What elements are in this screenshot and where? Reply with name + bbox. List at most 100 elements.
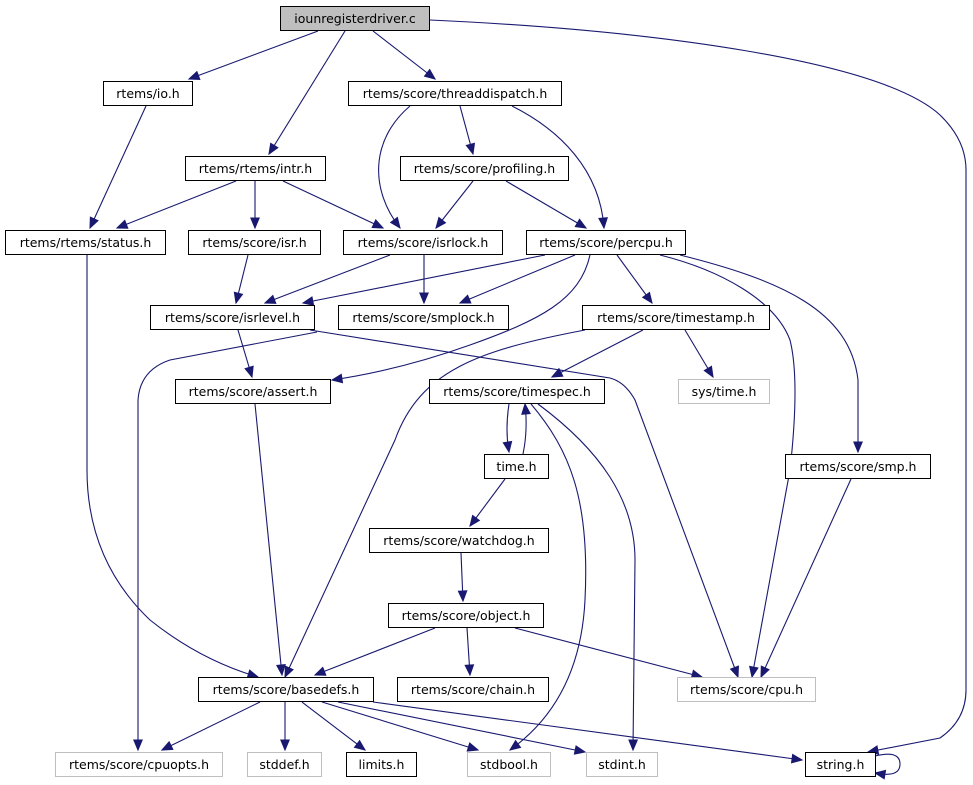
edge-profiling-to-percpu xyxy=(505,180,588,229)
node-assert[interactable]: rtems/score/assert.h xyxy=(175,379,331,404)
arrowhead-icon xyxy=(133,739,143,752)
edge-threaddispatch-to-profiling xyxy=(459,105,476,156)
node-stdint: stdint.h xyxy=(586,752,658,777)
arrowhead-icon xyxy=(458,294,472,304)
arrowhead-icon xyxy=(246,669,260,679)
node-box xyxy=(582,305,770,330)
node-isr[interactable]: rtems/score/isr.h xyxy=(188,230,321,255)
node-timestamp[interactable]: rtems/score/timestamp.h xyxy=(582,305,770,330)
edge-line xyxy=(301,701,366,751)
edge-basedefs-to-stdbool xyxy=(321,701,480,752)
node-box xyxy=(150,305,315,330)
node-box xyxy=(346,752,417,777)
edge-line xyxy=(137,331,318,750)
arrowhead-icon xyxy=(389,216,401,230)
node-label: rtems/score/smp.h xyxy=(800,459,917,474)
node-label: string.h xyxy=(817,757,865,772)
node-profiling[interactable]: rtems/score/profiling.h xyxy=(400,156,569,181)
edge-line xyxy=(188,30,319,80)
arrowhead-icon xyxy=(233,291,244,305)
edge-line xyxy=(321,701,479,751)
arrowhead-icon xyxy=(598,217,608,230)
node-label: rtems/score/isrlock.h xyxy=(358,235,489,250)
node-smp[interactable]: rtems/score/smp.h xyxy=(785,454,931,479)
edge-timespec-to-stdint xyxy=(537,403,639,752)
arrowhead-icon xyxy=(873,769,887,780)
arrowhead-icon xyxy=(574,218,588,229)
node-box xyxy=(805,752,876,777)
node-label: iounregisterdriver.c xyxy=(294,11,416,26)
edge-threaddispatch-to-isrlock xyxy=(378,105,411,230)
edge-line xyxy=(372,701,803,761)
edge-basedefs-to-stddef xyxy=(280,702,290,752)
node-cpu: rtems/score/cpu.h xyxy=(677,677,816,702)
edge-line xyxy=(302,254,546,304)
node-timespec[interactable]: rtems/score/timespec.h xyxy=(429,379,605,404)
node-label: rtems/score/cpu.h xyxy=(690,682,803,697)
edge-object-to-chain xyxy=(464,627,475,677)
arrowhead-icon xyxy=(244,365,254,379)
arrowhead-icon xyxy=(550,367,564,378)
edge-line xyxy=(874,753,901,775)
arrowhead-icon xyxy=(573,745,587,755)
arrowhead-icon xyxy=(435,216,447,230)
node-box xyxy=(5,230,166,255)
node-time[interactable]: time.h xyxy=(484,454,549,479)
node-box xyxy=(785,454,931,479)
edge-line xyxy=(679,254,859,452)
edge-line xyxy=(337,701,586,753)
node-box xyxy=(397,677,549,702)
arrowhead-icon xyxy=(464,664,475,677)
edge-isrlevel-to-assert xyxy=(237,329,254,379)
edge-line xyxy=(514,627,703,678)
node-label: rtems/score/cpuopts.h xyxy=(69,757,209,772)
node-label: rtems/score/isr.h xyxy=(202,235,306,250)
node-smplock[interactable]: rtems/score/smplock.h xyxy=(338,305,509,330)
edge-timestamp-to-systime xyxy=(684,329,714,379)
node-box xyxy=(280,6,430,31)
node-io[interactable]: rtems/io.h xyxy=(103,81,193,106)
node-limits[interactable]: limits.h xyxy=(346,752,417,777)
node-label: rtems/score/threaddispatch.h xyxy=(363,86,548,101)
edge-line xyxy=(284,329,586,678)
edge-assert-to-basedefs xyxy=(254,403,286,677)
node-status[interactable]: rtems/rtems/status.h xyxy=(5,230,166,255)
edge-timespec-to-time xyxy=(502,403,513,454)
node-box xyxy=(467,752,551,777)
arrowhead-icon xyxy=(423,68,437,80)
node-percpu[interactable]: rtems/score/percpu.h xyxy=(526,230,686,255)
edge-line xyxy=(116,180,237,229)
node-label: rtems/rtems/intr.h xyxy=(199,161,312,176)
arrowhead-icon xyxy=(187,70,201,80)
arrowhead-icon xyxy=(466,742,480,752)
node-box xyxy=(400,156,569,181)
node-box xyxy=(55,752,223,777)
node-label: stddef.h xyxy=(259,757,309,772)
node-watchdog[interactable]: rtems/score/watchdog.h xyxy=(369,528,549,553)
node-basedefs[interactable]: rtems/score/basedefs.h xyxy=(198,677,374,702)
edge-percpu-to-smplock xyxy=(458,254,576,304)
node-intr[interactable]: rtems/rtems/intr.h xyxy=(185,156,326,181)
node-chain[interactable]: rtems/score/chain.h xyxy=(397,677,549,702)
node-box xyxy=(103,81,193,106)
edge-line xyxy=(511,105,605,229)
node-isrlevel[interactable]: rtems/score/isrlevel.h xyxy=(150,305,315,330)
edge-smp-to-cpu xyxy=(760,478,852,679)
edge-basedefs-to-cpuopts xyxy=(160,701,261,751)
edge-percpu-to-cpu xyxy=(659,254,796,679)
node-root[interactable]: iounregisterdriver.c xyxy=(280,6,430,31)
node-threaddispatch[interactable]: rtems/score/threaddispatch.h xyxy=(348,81,562,106)
node-object[interactable]: rtems/score/object.h xyxy=(388,603,544,628)
edge-root-to-intr xyxy=(268,30,346,156)
node-string[interactable]: string.h xyxy=(805,752,876,777)
arrowhead-icon xyxy=(729,665,739,679)
edge-percpu-to-isrlevel xyxy=(301,254,546,306)
edge-line xyxy=(254,403,283,676)
node-isrlock[interactable]: rtems/score/isrlock.h xyxy=(343,230,503,255)
node-label: rtems/score/timestamp.h xyxy=(597,310,755,325)
arrowhead-icon xyxy=(115,219,129,229)
node-label: rtems/score/smplock.h xyxy=(352,310,494,325)
node-box xyxy=(678,379,770,404)
node-label: rtems/score/profiling.h xyxy=(414,161,555,176)
